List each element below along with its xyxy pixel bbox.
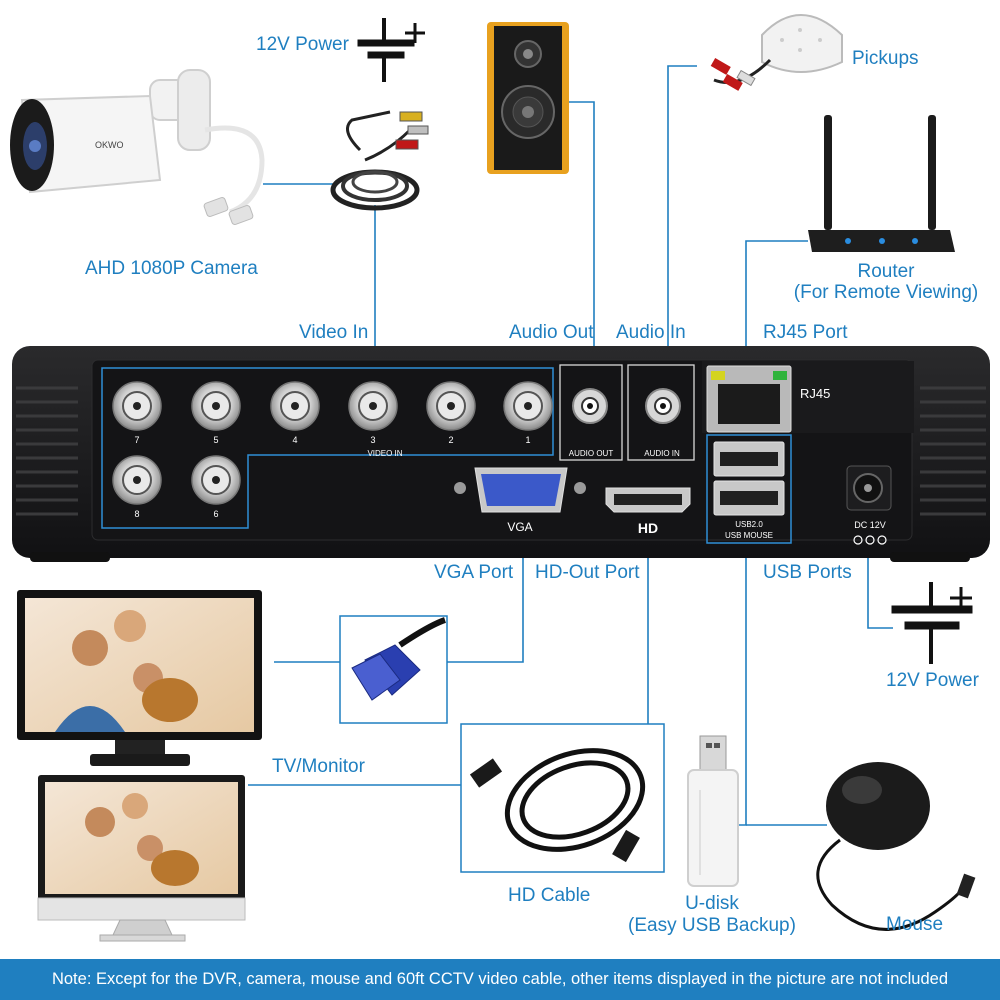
audio-out-outline xyxy=(559,364,623,461)
usb-text-1: USB2.0 xyxy=(735,520,763,529)
camera-image: OKWO xyxy=(10,69,265,225)
router-sublabel: (For Remote Viewing) xyxy=(793,282,979,303)
bnc-connector[interactable]: 1 xyxy=(503,381,553,445)
bnc-channel-label: 2 xyxy=(448,435,453,445)
dvr-unit: VIDEO IN 7 5 4 3 2 1 8 6 AUDIO OUT AUDIO IN RJ4… xyxy=(12,346,990,562)
hd-cable-image xyxy=(469,748,646,863)
udisk-image xyxy=(687,735,739,887)
power-top-label: 12V Power xyxy=(256,34,349,55)
hd-text: HD xyxy=(638,520,658,536)
usb-text-2: USB MOUSE xyxy=(725,531,773,540)
audio-in-label: Audio In xyxy=(616,322,686,343)
udisk-sublabel: (Easy USB Backup) xyxy=(628,915,796,936)
bnc-connector[interactable]: 5 xyxy=(191,381,241,445)
rj45-port-label: RJ45 Port xyxy=(763,322,848,343)
camera-label: AHD 1080P Camera xyxy=(85,258,258,279)
bnc-channel-label: 7 xyxy=(134,435,139,445)
mouse-image xyxy=(816,762,976,931)
video-in-label: Video In xyxy=(299,322,369,343)
bnc-connector[interactable]: 7 xyxy=(112,381,162,445)
bnc-connectors: 7 5 4 3 2 1 8 6 xyxy=(112,381,553,519)
bnc-channel-label: 5 xyxy=(213,435,218,445)
audio-in-text: AUDIO IN xyxy=(644,449,680,458)
usb-ports-label: USB Ports xyxy=(763,562,852,583)
vga-text: VGA xyxy=(507,520,532,534)
vga-port-label: VGA Port xyxy=(434,562,514,583)
video-in-text: VIDEO IN xyxy=(367,449,402,458)
bnc-connector[interactable]: 6 xyxy=(191,455,241,519)
mouse-label: Mouse xyxy=(886,914,944,935)
camera-brand: OKWO xyxy=(95,140,124,150)
power-right-label: 12V Power xyxy=(886,670,979,691)
right-vent xyxy=(920,386,986,516)
tv-monitor-image xyxy=(17,590,262,766)
video-in-outline xyxy=(101,367,554,529)
dc-text: DC 12V xyxy=(854,520,886,530)
bnc-channel-label: 3 xyxy=(370,435,375,445)
pc-monitor-image xyxy=(37,775,246,942)
left-vent xyxy=(16,386,78,516)
router-image xyxy=(808,115,955,252)
vga-cable-image xyxy=(351,617,447,701)
audio-out-label: Audio Out xyxy=(509,322,594,343)
hd-out-port-label: HD-Out Port xyxy=(535,562,640,583)
usb-outline xyxy=(706,434,792,544)
bnc-channel-label: 4 xyxy=(292,435,297,445)
bnc-channel-label: 6 xyxy=(213,509,218,519)
disclaimer-note: Note: Except for the DVR, camera, mouse … xyxy=(0,959,1000,1000)
bnc-channel-label: 1 xyxy=(525,435,530,445)
rj45-text: RJ45 xyxy=(800,386,830,401)
audio-in-outline xyxy=(627,364,695,461)
udisk-label: U-disk xyxy=(685,893,739,914)
video-cable-image xyxy=(330,110,429,211)
audio-out-text: AUDIO OUT xyxy=(569,449,614,458)
tv-monitor-label: TV/Monitor xyxy=(272,756,365,777)
bnc-connector[interactable]: 8 xyxy=(112,455,162,519)
bnc-connector[interactable]: 4 xyxy=(270,381,320,445)
pickup-mic-image xyxy=(710,14,843,91)
bnc-channel-label: 8 xyxy=(134,509,139,519)
speaker-image xyxy=(487,22,569,174)
bnc-connector[interactable]: 2 xyxy=(426,381,476,445)
power-right-icon xyxy=(891,582,973,664)
hd-cable-label: HD Cable xyxy=(508,885,591,906)
power-top-icon xyxy=(357,18,425,82)
pickups-label: Pickups xyxy=(852,48,919,69)
bnc-connector[interactable]: 3 xyxy=(348,381,398,445)
router-label: Router xyxy=(857,261,915,282)
